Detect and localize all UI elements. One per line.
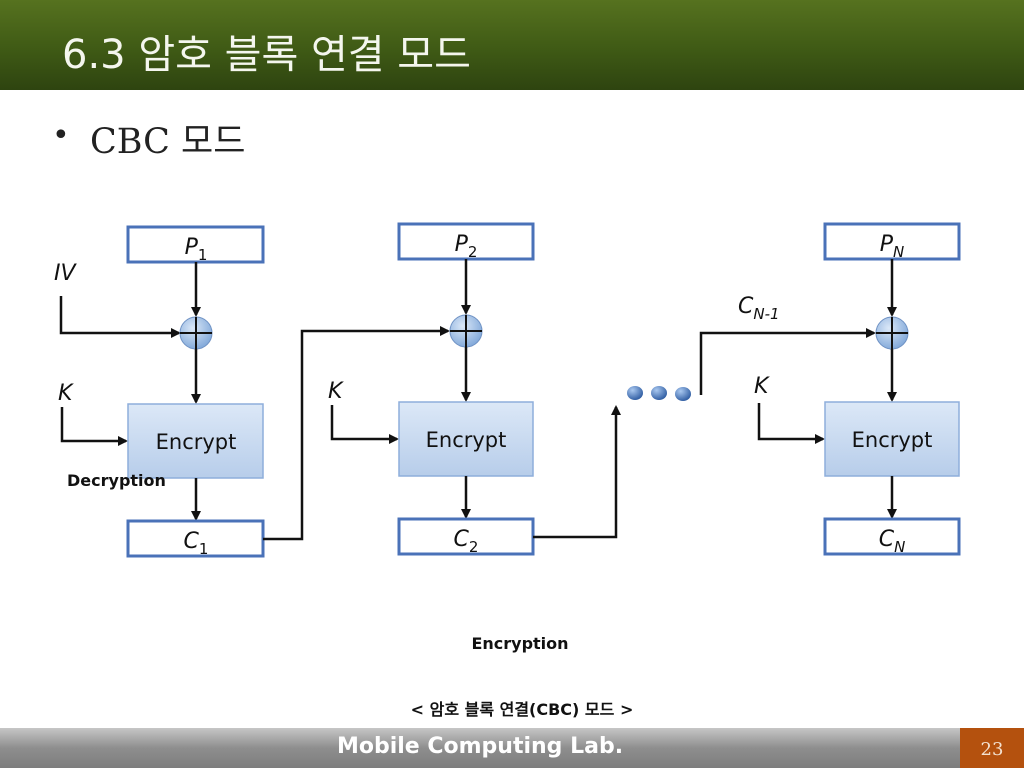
key-arrow-2 <box>330 405 399 444</box>
encrypt-box-n <box>824 401 960 477</box>
plaintext-label-n: PN <box>880 232 905 261</box>
encrypt-label-1: Encrypt <box>156 430 237 454</box>
cbc-diagram: P1 IV K Encrypt C1 P2 K En <box>54 222 961 558</box>
plaintext-box-n <box>823 222 961 261</box>
encrypt-label-2: Encrypt <box>426 428 507 452</box>
ciphertext-label-n: CN <box>879 527 906 556</box>
bullet-marker: • <box>52 118 70 153</box>
key-label-1: K <box>58 381 74 406</box>
key-arrow-n <box>757 403 825 444</box>
plaintext-box-1 <box>126 225 265 264</box>
slide-title: 6.3 암호 블록 연결 모드 <box>62 32 471 78</box>
encrypt-box-2 <box>398 401 534 477</box>
encryption-label: Encryption <box>471 634 569 653</box>
page-number: 23 <box>960 728 1024 768</box>
ciphertext-box-2 <box>397 517 535 556</box>
ciphertext-box-1 <box>126 519 265 558</box>
block-n: CN-1 PN K Encrypt CN <box>699 222 961 556</box>
c2-feedback-arrow <box>533 405 621 539</box>
prev-cipher-label: CN-1 <box>738 294 780 323</box>
iv-label: IV <box>54 261 77 286</box>
ciphertext-label-1: C1 <box>184 529 209 558</box>
key-label-2: K <box>328 379 344 404</box>
block-2: P2 K Encrypt C2 <box>328 222 621 556</box>
plaintext-label-1: P1 <box>185 235 208 264</box>
xor-icon-n <box>875 316 909 350</box>
plaintext-label-2: P2 <box>455 232 478 261</box>
ciphertext-label-2: C2 <box>454 527 479 556</box>
ciphertext-box-n <box>823 517 961 556</box>
title-bar: 6.3 암호 블록 연결 모드 <box>0 0 1024 90</box>
decryption-label: Decryption <box>67 471 166 490</box>
footer-lab-name: Mobile Computing Lab. <box>336 734 624 759</box>
iv-arrow <box>59 296 181 338</box>
xor-icon-1 <box>179 316 213 350</box>
diagram-caption: < 암호 블록 연결(CBC) 모드 > <box>410 700 634 719</box>
block-1: P1 IV K Encrypt C1 <box>54 225 450 558</box>
key-arrow-1 <box>60 407 128 446</box>
key-label-n: K <box>754 374 770 399</box>
encrypt-label-n: Encrypt <box>852 428 933 452</box>
cn-1-arrow <box>699 328 876 395</box>
xor-icon-2 <box>449 314 483 348</box>
c1-feedback-arrow <box>263 326 450 541</box>
ellipsis-dots <box>627 386 691 401</box>
bullet-text: CBC 모드 <box>90 122 246 162</box>
encrypt-box-1 <box>127 403 264 479</box>
footer-bar: Mobile Computing Lab. <box>0 728 1024 768</box>
